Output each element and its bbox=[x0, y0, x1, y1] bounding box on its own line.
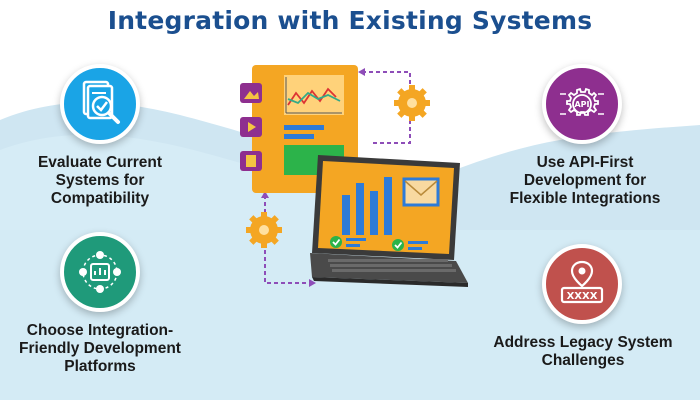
integration-network-icon bbox=[60, 232, 140, 312]
gear-bottom-icon bbox=[246, 212, 282, 248]
api-text: API bbox=[574, 100, 589, 109]
arrow-right-icon bbox=[309, 279, 316, 287]
item-label-api: Use API-First Development for Flexible I… bbox=[509, 154, 661, 207]
page-title: Integration with Existing Systems bbox=[107, 6, 593, 35]
legacy-password-pin-icon: XXXX bbox=[542, 244, 622, 324]
laptop-dashboard-illustration bbox=[240, 65, 468, 287]
code-text: XXXX bbox=[567, 291, 598, 302]
connector-bottom bbox=[264, 250, 312, 284]
connector-right bbox=[372, 120, 411, 144]
arrow-left-icon bbox=[358, 68, 365, 76]
check-icon-2 bbox=[392, 239, 404, 251]
gear-top-icon bbox=[394, 85, 430, 121]
envelope-icon bbox=[402, 177, 440, 207]
checklist-magnifier-icon bbox=[60, 64, 140, 144]
api-circuit-icon: API bbox=[542, 64, 622, 144]
item-label-evaluate: Evaluate Current Systems for Compatibili… bbox=[37, 154, 163, 207]
check-icon bbox=[330, 236, 342, 248]
laptop bbox=[310, 155, 468, 287]
connector-top bbox=[362, 71, 411, 85]
arrow-up-icon bbox=[261, 191, 269, 198]
item-label-choose: Choose Integration- Friendly Development… bbox=[19, 322, 181, 375]
item-label-legacy: Address Legacy System Challenges bbox=[493, 334, 673, 369]
